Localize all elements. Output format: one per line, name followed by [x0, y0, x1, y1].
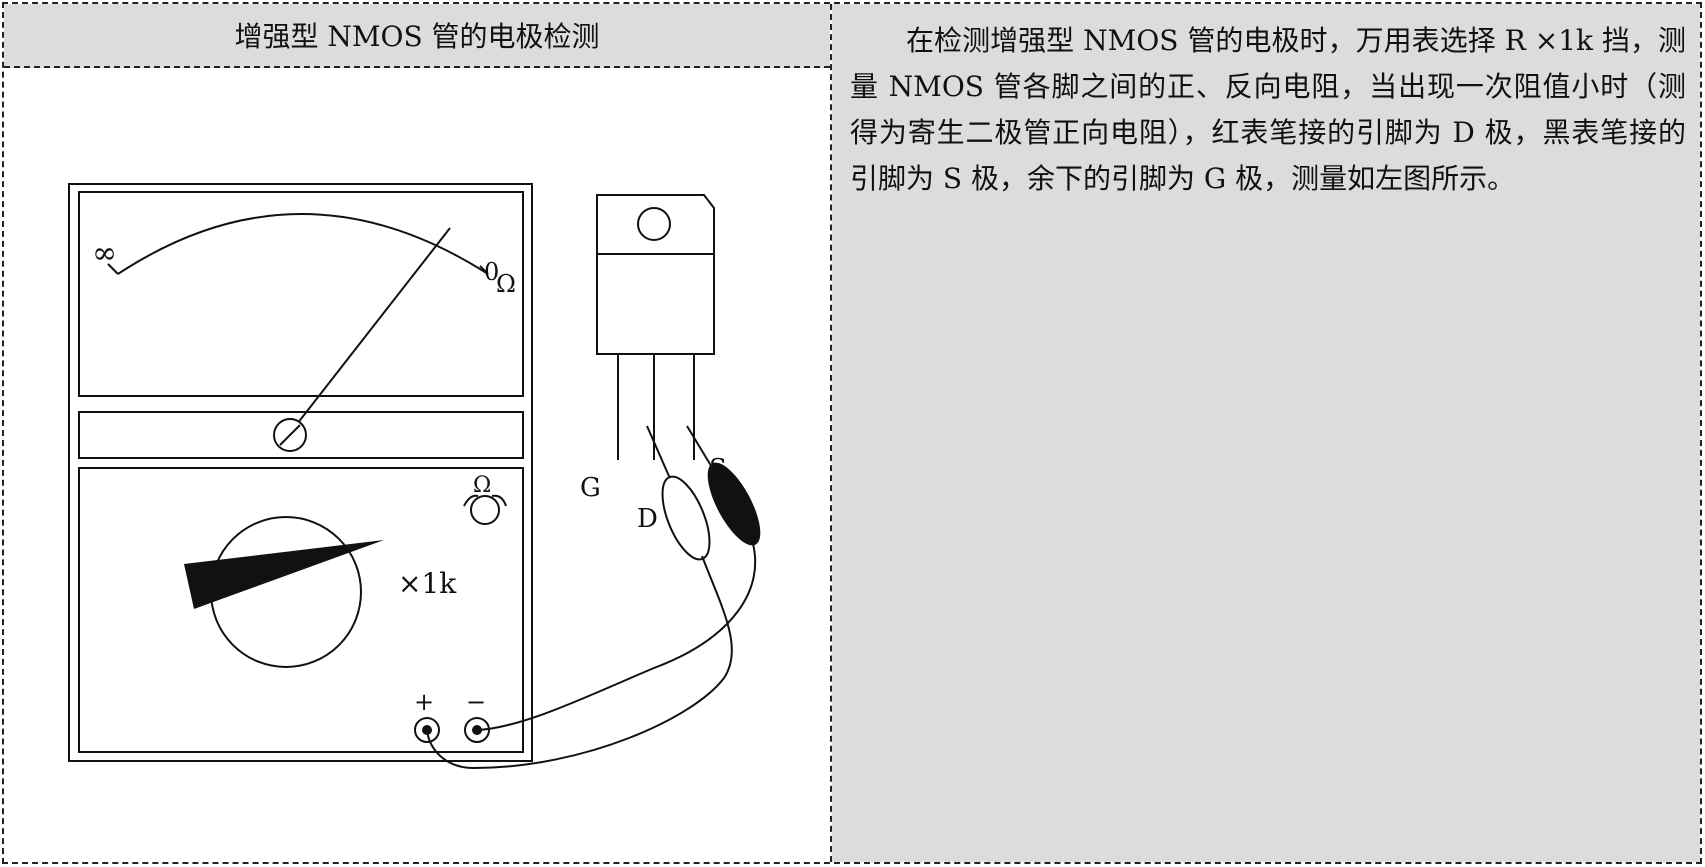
red-probe-wire [426, 555, 733, 770]
lower-panel [78, 467, 524, 753]
column-divider [830, 4, 832, 862]
pin-d-label: D [637, 504, 658, 534]
range-pointer [184, 540, 384, 609]
transistor-mount-hole [637, 207, 671, 241]
zero-adjust-band [78, 411, 524, 459]
description-text: 在检测增强型 NMOS 管的电极时，万用表选择 R ×1k 挡，测量 NMOS … [850, 24, 1686, 195]
ohm-arrow-right [491, 494, 507, 507]
ohm-adjust-knob [470, 495, 500, 525]
range-label: ×1k [398, 567, 457, 600]
scale-infinity-label: ∞ [92, 236, 117, 271]
pin-s-label: S [709, 454, 727, 484]
meter-needle [289, 227, 451, 434]
multimeter-case [68, 183, 533, 762]
meter-transistor-svg: ∞ 0 Ω Ω ×1k + − G D S [68, 183, 761, 770]
black-probe [707, 462, 761, 546]
diagram-title: 增强型 NMOS 管的电极检测 [4, 4, 830, 68]
terminal-minus-label: − [466, 688, 486, 716]
transistor-body [596, 253, 715, 355]
description-panel: 在检测增强型 NMOS 管的电极时，万用表选择 R ×1k 挡，测量 NMOS … [832, 4, 1700, 862]
ohm-knob-label: Ω [473, 473, 491, 498]
pin-g-label: G [580, 473, 601, 503]
scale-tick-left [107, 263, 119, 275]
measurement-diagram: ∞ 0 Ω Ω ×1k + − G D S [4, 68, 830, 862]
ohm-arrow-left [463, 494, 479, 507]
diagram-title-text: 增强型 NMOS 管的电极检测 [234, 20, 600, 53]
terminal-plus-label: + [414, 688, 434, 716]
terminal-minus-dot [472, 725, 482, 735]
scale-zero-label: 0 [484, 258, 499, 286]
scale-tick-right [479, 265, 489, 275]
transistor-tab [596, 194, 715, 255]
black-probe-wire [476, 539, 757, 731]
red-probe-tip [646, 425, 673, 484]
screw-slot [279, 424, 301, 446]
terminal-plus-dot [422, 725, 432, 735]
scale-ohm-label: Ω [496, 270, 516, 298]
dial-window [78, 191, 524, 397]
scale-arc [117, 213, 489, 275]
